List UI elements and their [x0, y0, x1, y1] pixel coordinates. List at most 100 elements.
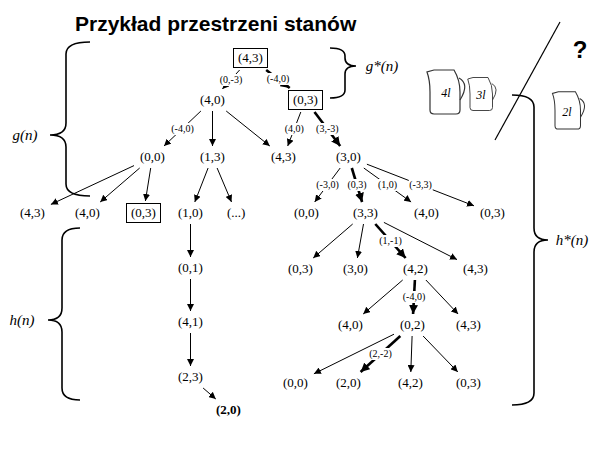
operator-label: (0,3) — [346, 179, 367, 191]
state-text: (2,3) — [178, 369, 203, 384]
state-text: (4,0) — [338, 317, 363, 332]
question-mark: ? — [573, 36, 588, 64]
state-text: (0,3) — [456, 375, 481, 390]
state-node: (4,3) — [267, 148, 300, 166]
operator-label: (1,-1) — [378, 235, 403, 247]
state-box: (0,3) — [288, 90, 323, 110]
state-node: (4,3) — [452, 316, 485, 334]
state-node: (0,1) — [174, 259, 207, 277]
state-text: (0,3) — [480, 205, 505, 220]
cost-label: g(n) — [13, 127, 38, 144]
operator-label: (-4,0) — [266, 73, 291, 85]
transition-arrow — [361, 336, 401, 372]
operator-label: (-4,0) — [170, 123, 195, 135]
state-text: (1,3) — [200, 149, 225, 164]
state-box: (4,3) — [233, 48, 268, 68]
transition-arrow — [364, 168, 411, 202]
operator-label: (4,0) — [284, 123, 305, 135]
state-text: (4,3) — [463, 261, 488, 276]
state-node: (4,0) — [71, 204, 104, 222]
operator-label: (0,-3) — [219, 74, 244, 86]
jug-icon — [552, 92, 584, 129]
transition-arrow — [426, 280, 458, 314]
state-node: (1,3) — [196, 148, 229, 166]
transition-arrow — [100, 168, 140, 202]
state-text: (2,0) — [336, 375, 361, 390]
jug-icon — [468, 78, 496, 111]
state-text: (2,0) — [216, 402, 241, 417]
state-text: (4,0) — [200, 92, 225, 107]
transition-arrow — [217, 168, 231, 202]
transition-arrow — [51, 166, 134, 205]
transition-arrow — [423, 336, 458, 372]
state-text: (4,2) — [398, 375, 423, 390]
state-text: (4,3) — [238, 50, 263, 65]
state-node: (3,0) — [339, 260, 372, 278]
operator-label: (2,-2) — [368, 348, 393, 360]
state-text: (1,0) — [178, 205, 203, 220]
state-node: (0,0) — [279, 374, 312, 392]
state-node: (4,3) — [459, 260, 492, 278]
brace — [48, 228, 80, 400]
cost-label: h(n) — [10, 312, 35, 329]
operator-label: (-4,0) — [402, 291, 427, 303]
state-text: (4,0) — [414, 205, 439, 220]
state-node: (2,0) — [212, 401, 245, 419]
state-node: (4,0) — [410, 204, 443, 222]
transition-arrow — [313, 224, 353, 258]
state-text: (0,3) — [131, 205, 156, 220]
state-text: (4,0) — [75, 205, 100, 220]
state-node: (0,2) — [396, 316, 429, 334]
state-text: (0,0) — [283, 375, 308, 390]
state-text: (0,0) — [140, 149, 165, 164]
state-text: (3,0) — [336, 149, 361, 164]
state-node: (3,0) — [332, 148, 365, 166]
brace — [512, 95, 548, 405]
state-node: (0,3) — [476, 204, 509, 222]
state-node: (0,0) — [136, 148, 169, 166]
transition-arrow — [190, 333, 191, 366]
state-node: (4,0) — [334, 316, 367, 334]
state-text: (...) — [227, 205, 245, 220]
state-node: (...) — [223, 204, 249, 222]
state-text: (4,1) — [178, 314, 203, 329]
state-node: (2,0) — [332, 374, 365, 392]
operator-label: (3,-3) — [315, 123, 340, 135]
slide-title: Przykład przestrzeni stanów — [75, 12, 356, 36]
state-node: (0,0) — [290, 204, 323, 222]
transition-arrow — [363, 280, 403, 314]
state-text: (4,3) — [20, 205, 45, 220]
state-node: (0,3) — [284, 260, 317, 278]
jug-label: 4l — [441, 86, 450, 101]
transition-arrow — [315, 112, 341, 146]
divider-line — [495, 22, 560, 140]
transition-arrow — [195, 168, 208, 202]
state-text: (4,3) — [271, 149, 296, 164]
state-text: (3,0) — [343, 261, 368, 276]
transition-arrow — [411, 336, 412, 372]
operator-label: (1,0) — [377, 179, 398, 191]
transition-arrow — [212, 111, 213, 146]
state-text: (4,2) — [403, 261, 428, 276]
brace — [50, 42, 90, 196]
transition-arrow — [314, 334, 394, 374]
state-text: (0,3) — [288, 261, 313, 276]
state-node: (4,2) — [399, 260, 432, 278]
state-text: (0,3) — [293, 92, 318, 107]
state-node: (4,2) — [394, 374, 427, 392]
state-text: (4,3) — [456, 317, 481, 332]
transition-arrow — [367, 164, 474, 206]
state-node: (1,0) — [174, 204, 207, 222]
operator-label: (-3,0) — [315, 179, 340, 191]
operator-label: (-3,3) — [408, 179, 433, 191]
jug-label: 3l — [476, 88, 485, 103]
brace — [330, 48, 356, 98]
state-node: (2,3) — [174, 368, 207, 386]
transition-arrow — [190, 279, 191, 311]
state-node: (3,3) — [349, 204, 382, 222]
state-node: (4,0) — [196, 91, 229, 109]
state-node: (4,1) — [174, 313, 207, 331]
state-box: (0,3) — [126, 203, 161, 223]
